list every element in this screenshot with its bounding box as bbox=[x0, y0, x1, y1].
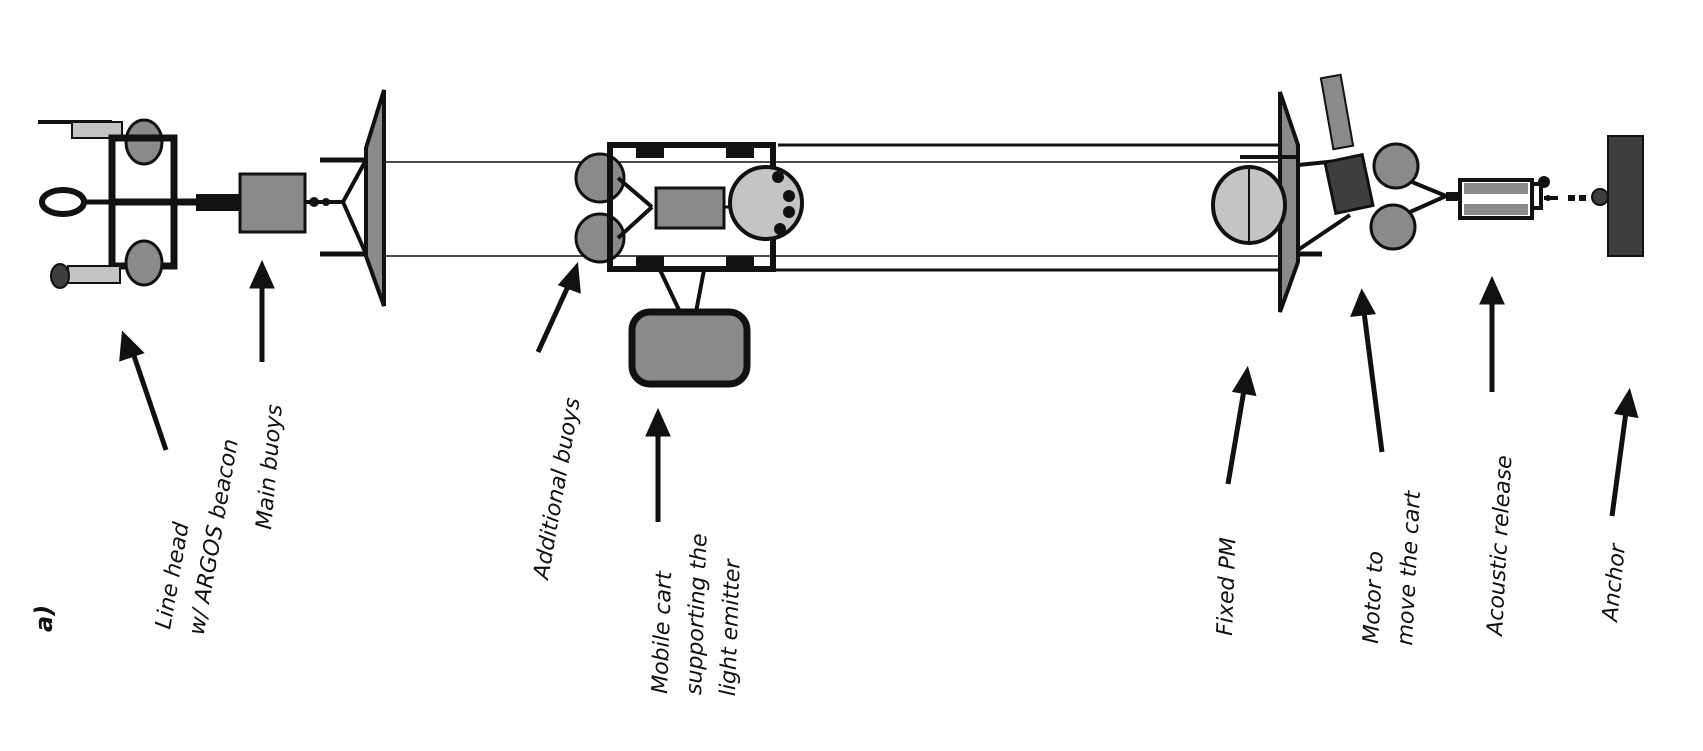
main-buoys bbox=[196, 172, 345, 234]
label-mobile-cart: Mobile cart supporting the light emitter bbox=[648, 525, 747, 697]
callout-labels: Line head w/ ARGOS beacon Main buoys Add… bbox=[151, 396, 1631, 697]
arrow-line-head bbox=[129, 349, 169, 451]
callout-arrows bbox=[119, 259, 1639, 522]
guide-cables bbox=[384, 143, 1290, 272]
acoustic-release bbox=[1446, 176, 1609, 220]
arrow-anchor bbox=[1609, 411, 1629, 517]
cart-motor bbox=[1296, 73, 1447, 252]
anchor bbox=[1607, 135, 1644, 257]
label-fixed-pm: Fixed PM bbox=[1213, 537, 1241, 636]
arrow-motor bbox=[1361, 311, 1385, 453]
label-main-buoys: Main buoys bbox=[252, 403, 288, 530]
label-anchor: Anchor bbox=[1598, 541, 1631, 625]
arrow-fixed-pm bbox=[1225, 389, 1247, 485]
line-head-with-argos-beacon bbox=[38, 118, 205, 289]
mobile-cart bbox=[574, 142, 804, 388]
label-additional-buoys: Additional buoys bbox=[529, 396, 586, 583]
label-acoustic-release: Acoustic release bbox=[1483, 455, 1518, 639]
label-motor: Motor to move the cart bbox=[1359, 487, 1426, 646]
label-line-head: Line head w/ ARGOS beacon bbox=[151, 431, 244, 637]
panel-label: a) bbox=[30, 605, 58, 632]
top-plate bbox=[320, 89, 386, 307]
arrow-additional-buoys bbox=[535, 280, 573, 354]
fixed-pm bbox=[1211, 91, 1322, 313]
